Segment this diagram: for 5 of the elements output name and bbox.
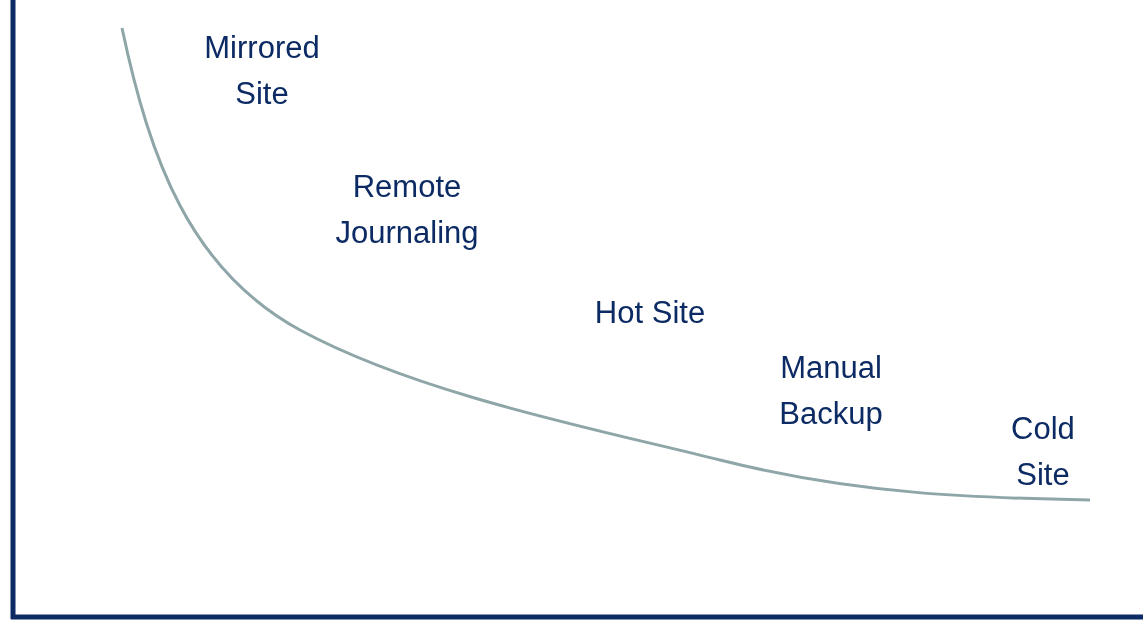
- site-label: Cold Site: [1010, 410, 1076, 494]
- site-label: Mirrored Site: [203, 29, 321, 113]
- site-label: Hot Site: [594, 294, 706, 332]
- site-label: Manual Backup: [778, 349, 884, 433]
- site-label: Remote Journaling: [334, 168, 480, 252]
